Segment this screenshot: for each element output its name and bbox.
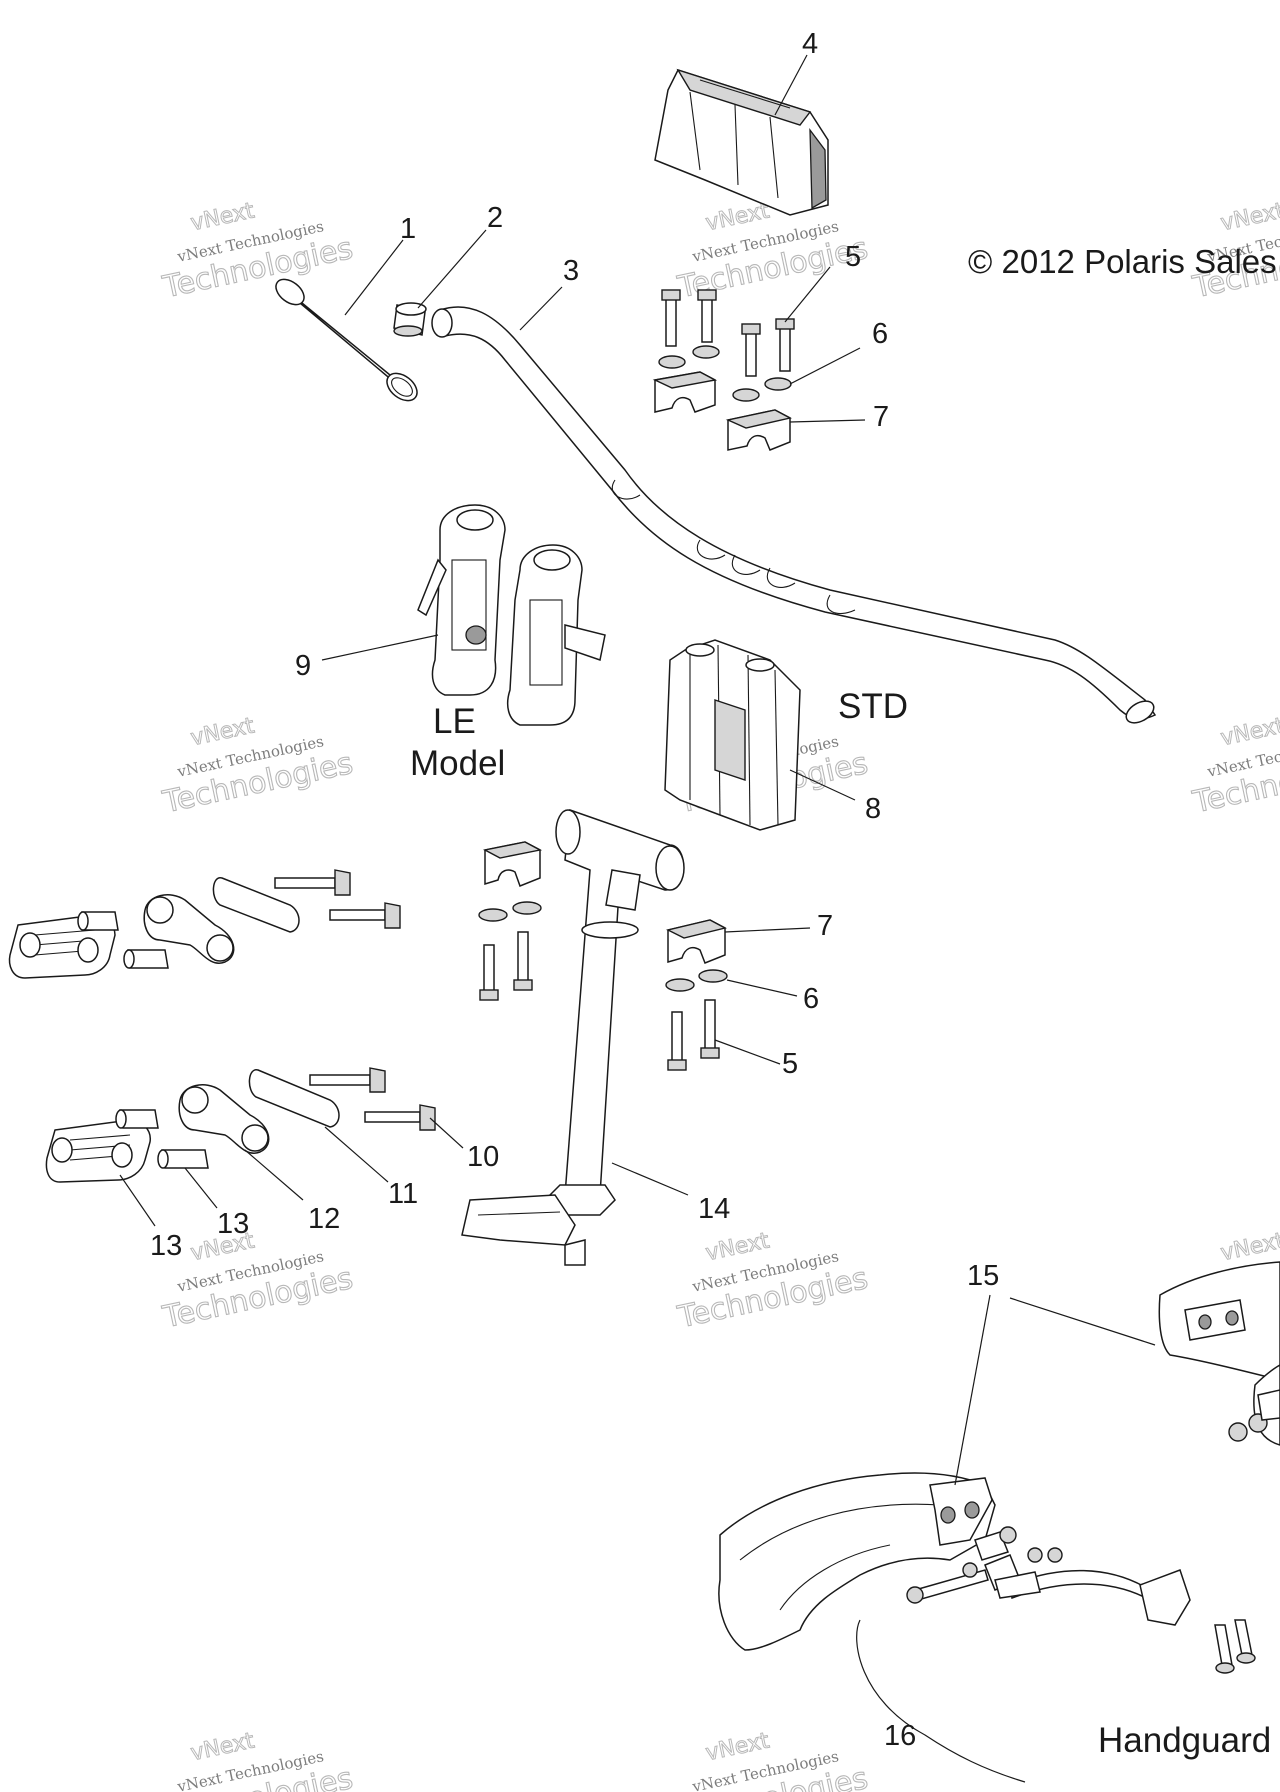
callout-2: 2 <box>487 202 503 234</box>
callout-4: 4 <box>802 28 818 60</box>
part-2-bushing <box>393 302 427 337</box>
mount-assembly-upper <box>8 869 401 979</box>
mount-assembly-lower <box>45 1067 436 1183</box>
callout-13-right: 12 <box>308 1203 340 1235</box>
part-6-washers-lower <box>478 901 728 992</box>
callout-numbers: 1 2 3 4 5 6 7 9 8 7 6 5 10 11 12 13 13 1… <box>150 28 999 1752</box>
part-7-clamps-top <box>652 371 792 451</box>
watermark-small: vNext <box>1219 1228 1280 1266</box>
callout-12: 11 <box>388 1178 418 1210</box>
leader-lines <box>119 54 1156 1783</box>
part-8-std-riser <box>664 639 801 831</box>
part-5-bolts-lower <box>479 931 720 1071</box>
watermark-small: vNext <box>189 713 257 751</box>
callout-3: 3 <box>563 255 579 287</box>
callout-6-lower: 6 <box>803 983 819 1015</box>
watermark-small: vNext <box>1219 713 1280 751</box>
callout-7-top: 7 <box>873 401 889 433</box>
label-le: LE <box>433 702 476 741</box>
callout-5-lower: 5 <box>782 1048 798 1080</box>
part-16-handguard-hardware <box>906 1364 1280 1674</box>
watermark-small: vNext <box>189 198 257 236</box>
watermark-small: vNext <box>189 1728 257 1766</box>
callout-8: 8 <box>865 793 881 825</box>
part-6-washers-top <box>658 345 792 402</box>
callout-14: 13 <box>217 1208 249 1240</box>
watermark-small: vNext <box>704 1728 772 1766</box>
watermarks: vNext vNext Technologies Technologies vN… <box>159 198 1280 1792</box>
callout-9: 9 <box>295 650 311 682</box>
part-5-bolts-top <box>661 289 795 377</box>
callout-13-left: 13 <box>150 1230 182 1262</box>
text-labels: © 2012 Polaris Sales LE Model STD Handgu… <box>410 243 1277 1760</box>
label-model: Model <box>410 744 505 783</box>
watermark-small: vNext <box>1219 198 1280 236</box>
part-4-handlebar-pad <box>654 68 829 216</box>
label-handguard: Handguard <box>1098 1721 1271 1760</box>
callout-7-lower: 7 <box>817 910 833 942</box>
part-1-grip-tube <box>275 278 418 402</box>
callout-1: 1 <box>400 213 416 245</box>
callout-5-top: 5 <box>845 241 861 273</box>
watermark-small: vNext <box>704 1228 772 1266</box>
part-3-handlebar <box>431 306 1157 724</box>
label-std: STD <box>838 687 908 726</box>
callout-10: 14 <box>698 1193 730 1225</box>
copyright-notice: © 2012 Polaris Sales <box>968 243 1277 280</box>
callout-15: 15 <box>967 1260 999 1292</box>
callout-16: 16 <box>884 1720 916 1752</box>
part-7-clamps-lower <box>482 841 727 964</box>
callout-11: 10 <box>467 1141 499 1173</box>
part-15-handguards <box>718 1261 1280 1651</box>
part-10-steering-post <box>461 808 685 1266</box>
part-9-le-risers <box>417 504 606 726</box>
callout-6-top: 6 <box>872 318 888 350</box>
